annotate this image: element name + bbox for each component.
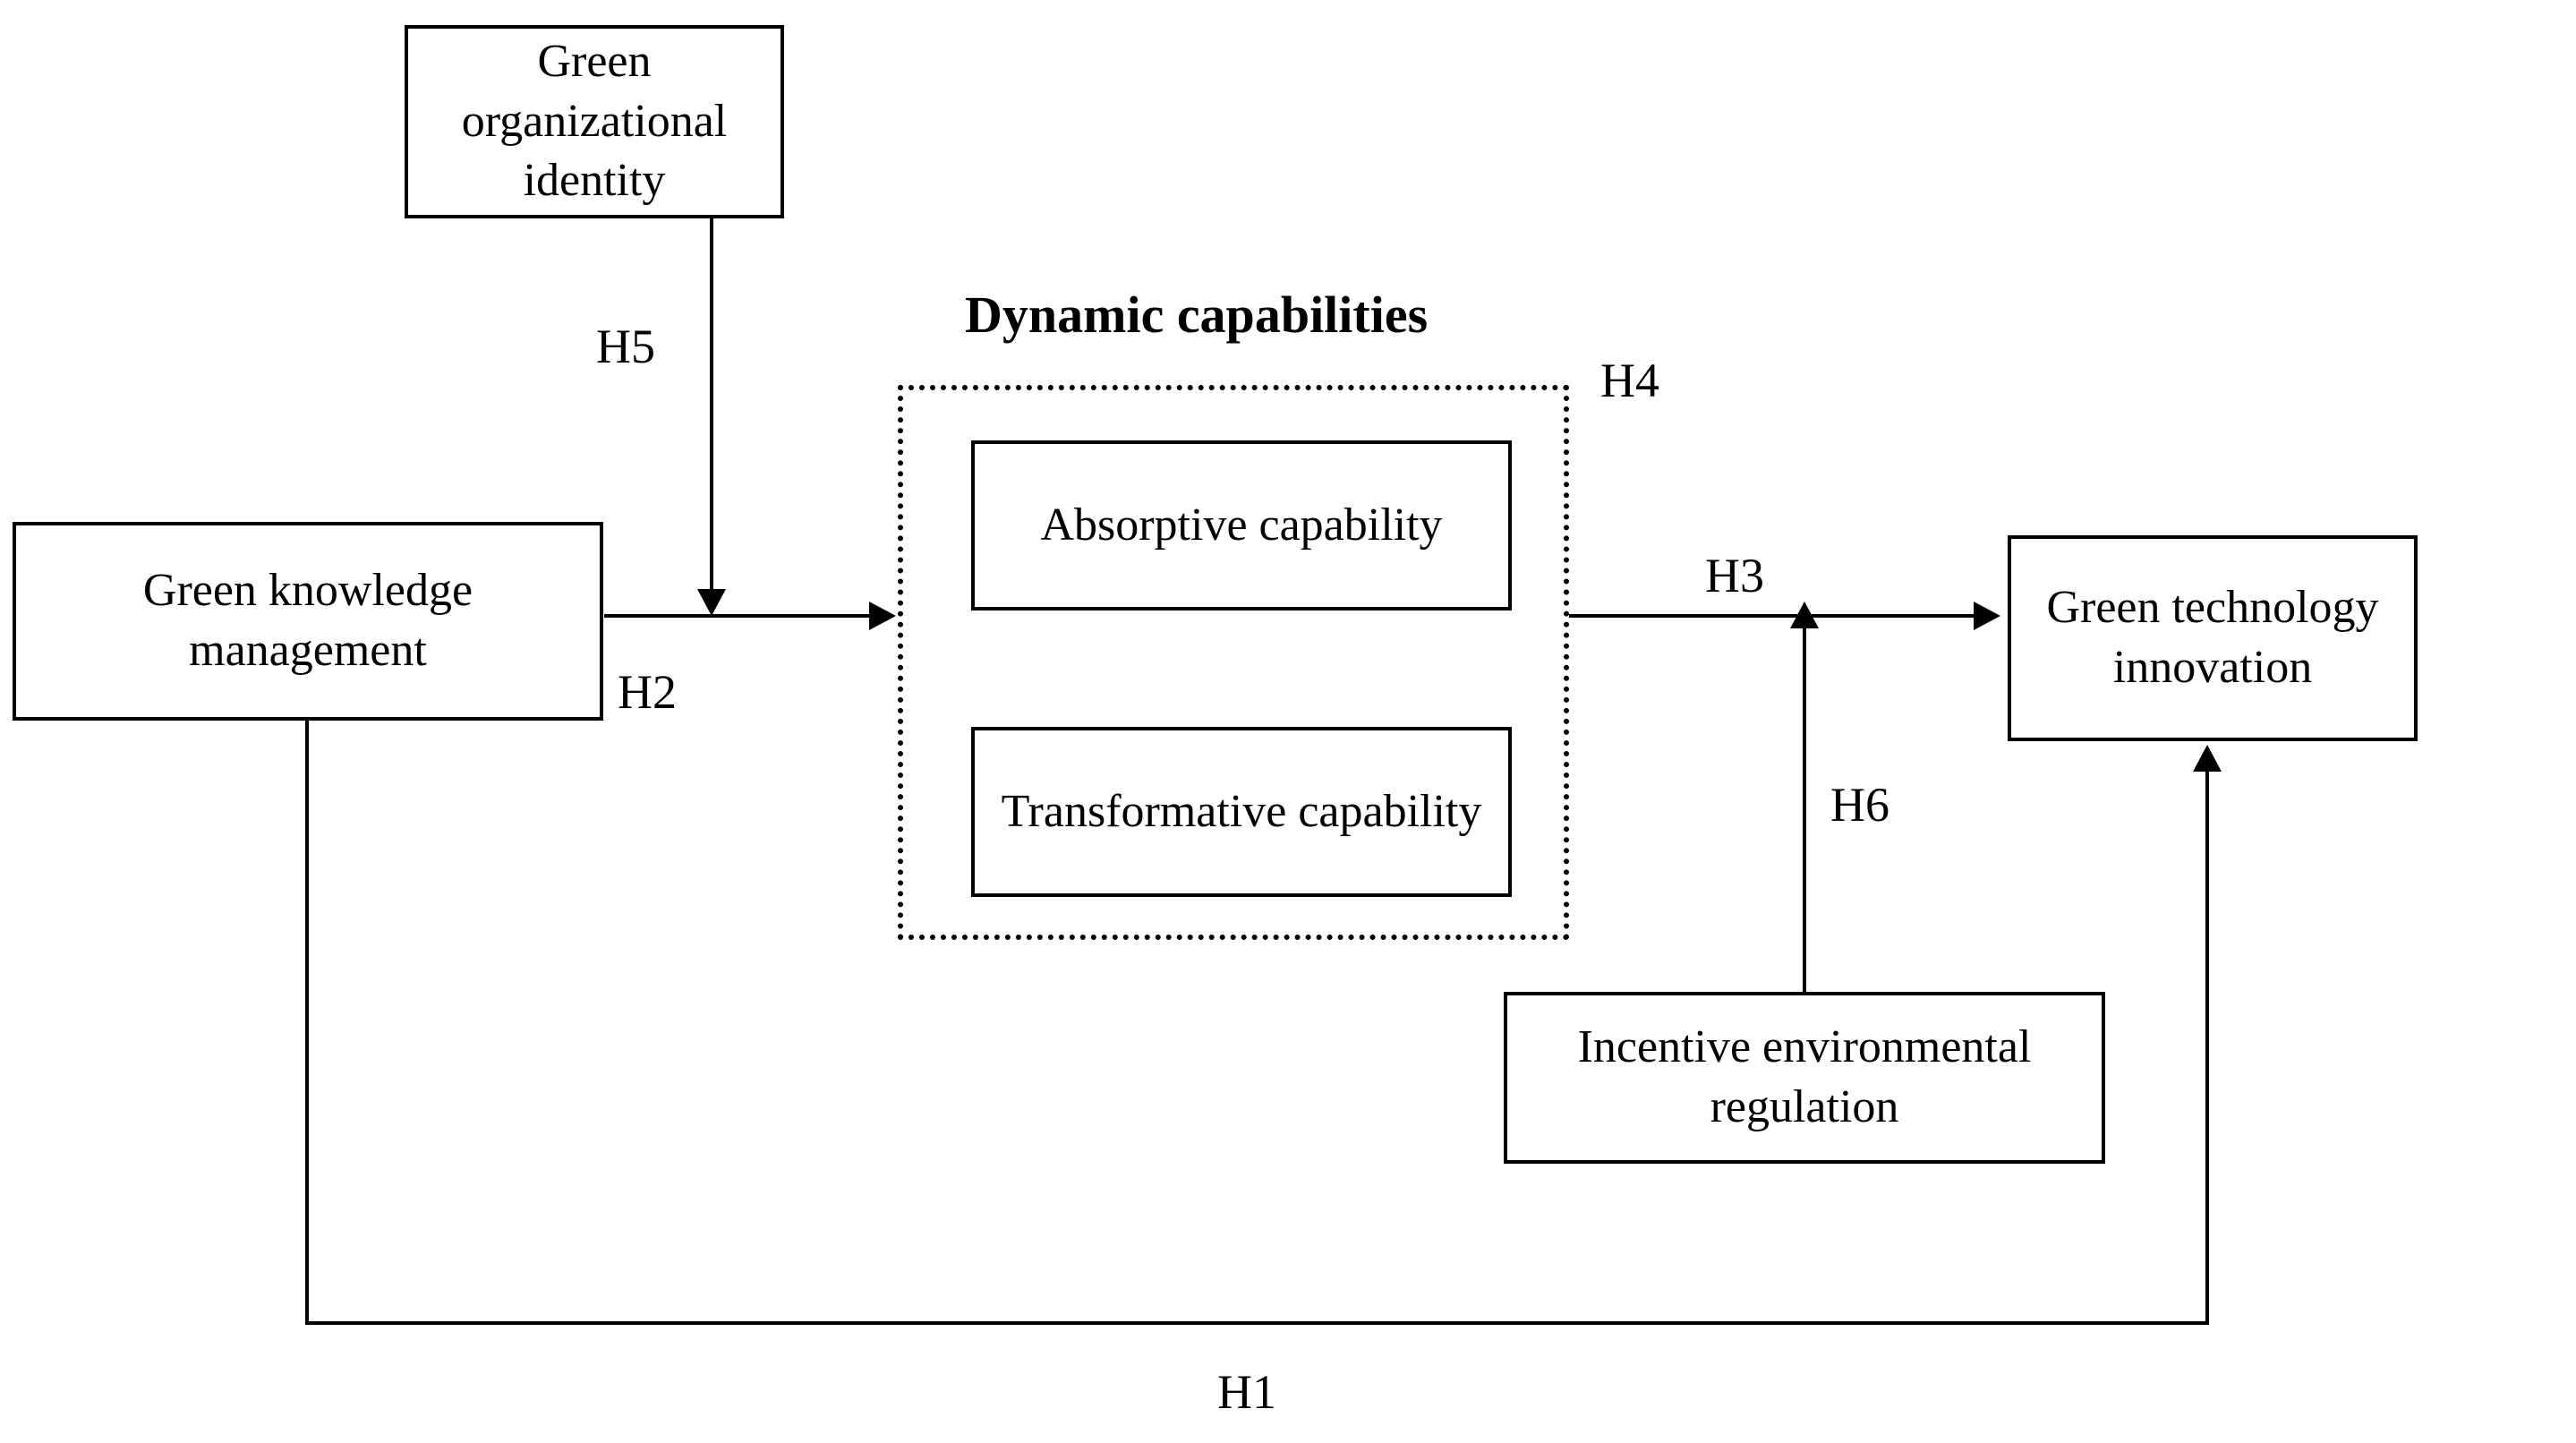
hypothesis-label-h1: H1: [1217, 1365, 1276, 1419]
hypothesis-label-h5: H5: [596, 320, 655, 373]
arrowhead-h1-up: [2193, 745, 2222, 772]
box-label-absorptive-capability: Absorptive capability: [1040, 499, 1443, 551]
hypothesis-label-h4: H4: [1600, 354, 1659, 407]
arrowhead-h6-up: [1790, 602, 1819, 628]
box-green-technology-innovation: Green technology innovation: [2008, 535, 2418, 741]
connector-h6-line: [1803, 627, 1806, 994]
box-absorptive-capability: Absorptive capability: [971, 440, 1512, 610]
box-label-incentive-environmental-regulation: Incentive environmental regulation: [1577, 1021, 2032, 1132]
connector-h1-right-segment: [2205, 772, 2209, 1325]
box-label-green-technology-innovation: Green technology innovation: [2046, 582, 2379, 693]
connector-h2-line: [604, 614, 873, 618]
box-label-green-knowledge-management: Green knowledge management: [142, 565, 473, 676]
hypothesis-label-h6: H6: [1830, 778, 1889, 832]
group-title-dynamic-capabilities: Dynamic capabilities: [965, 286, 1429, 344]
hypothesis-label-h3: H3: [1705, 549, 1764, 602]
arrowhead-h2-right: [869, 602, 896, 630]
connector-h1-left-segment: [305, 721, 309, 1325]
box-label-transformative-capability: Transformative capability: [1001, 785, 1482, 837]
group-container-dynamic-capabilities: [898, 385, 1569, 940]
connector-h5-line: [710, 218, 713, 594]
box-transformative-capability: Transformative capability: [971, 727, 1512, 897]
arrowhead-h5-down: [697, 589, 726, 616]
connector-h1-bottom-segment: [305, 1321, 2209, 1325]
box-green-organizational-identity: Green organizational identity: [405, 25, 784, 218]
arrowhead-h3-right: [1974, 602, 2000, 630]
box-incentive-environmental-regulation: Incentive environmental regulation: [1504, 992, 2105, 1164]
hypothesis-label-h2: H2: [618, 665, 677, 719]
box-label-green-organizational-identity: Green organizational identity: [461, 36, 728, 207]
box-green-knowledge-management: Green knowledge management: [13, 522, 603, 721]
connector-h3-line: [1569, 614, 1977, 618]
